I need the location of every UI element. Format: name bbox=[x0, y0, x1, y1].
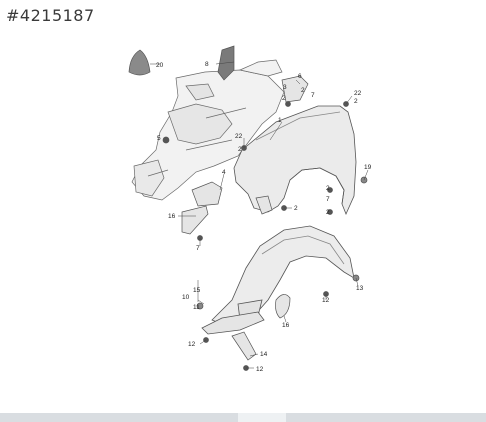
grommet-part bbox=[128, 49, 151, 76]
small-parts bbox=[128, 45, 368, 371]
bottom-strip bbox=[0, 413, 486, 422]
callout-5: 5 bbox=[157, 135, 161, 142]
callout-13: 13 bbox=[356, 285, 364, 292]
callout-6: 6 bbox=[298, 73, 302, 80]
callout-16a: 16 bbox=[168, 213, 176, 220]
callouts: 20 8 6 3 2 7 2 22 2 1 5 22 2 4 19 2 7 2 … bbox=[156, 61, 372, 373]
wheel-arch-liner bbox=[201, 225, 355, 335]
upper-bracket bbox=[281, 75, 309, 103]
callout-2g: 2 bbox=[326, 209, 330, 216]
callout-2f: 2 bbox=[294, 205, 298, 212]
page-title: #4215187 bbox=[6, 6, 95, 25]
leader-lines bbox=[150, 61, 369, 369]
fender-bracket bbox=[255, 195, 273, 215]
liner-cap bbox=[275, 294, 291, 319]
fender-panel bbox=[233, 105, 357, 216]
bolt-5 bbox=[162, 136, 170, 144]
callout-2e: 2 bbox=[326, 185, 330, 192]
bottom-strip-gap bbox=[238, 413, 286, 422]
callout-2a: 2 bbox=[301, 87, 305, 94]
callout-7b: 7 bbox=[326, 196, 330, 203]
callout-10: 10 bbox=[182, 294, 190, 301]
callout-16b: 16 bbox=[282, 322, 290, 329]
callout-22a: 22 bbox=[354, 90, 362, 97]
callout-12a: 12 bbox=[322, 297, 330, 304]
callout-7c: 7 bbox=[196, 245, 200, 252]
callout-4: 4 bbox=[222, 169, 226, 176]
callout-14: 14 bbox=[260, 351, 268, 358]
liner-support bbox=[231, 331, 257, 361]
callout-2b: 2 bbox=[282, 95, 286, 102]
callout-2c: 2 bbox=[354, 98, 358, 105]
callout-3: 3 bbox=[283, 84, 287, 91]
callout-22b: 22 bbox=[235, 133, 243, 140]
body-structure bbox=[131, 59, 285, 201]
callout-12b: 12 bbox=[188, 341, 196, 348]
callout-19: 19 bbox=[364, 164, 372, 171]
callout-7a: 7 bbox=[311, 92, 315, 99]
callout-8: 8 bbox=[205, 61, 209, 68]
lower-bracket bbox=[181, 205, 209, 235]
callout-20: 20 bbox=[156, 62, 164, 69]
callout-12c: 12 bbox=[256, 366, 264, 373]
front-bracket bbox=[191, 181, 223, 207]
callout-1: 1 bbox=[278, 117, 282, 124]
callout-2d: 2 bbox=[238, 146, 242, 153]
callout-15: 15 bbox=[193, 287, 201, 294]
callout-11: 11 bbox=[193, 304, 200, 311]
